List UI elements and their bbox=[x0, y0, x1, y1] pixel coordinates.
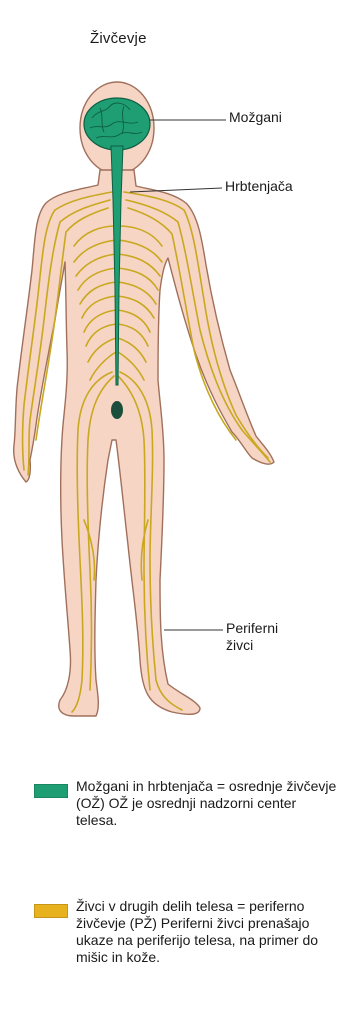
legend-swatch-pns bbox=[34, 904, 68, 918]
spinal-cord-end bbox=[111, 401, 123, 419]
legend-text-cns: Možgani in hrbtenjača = osrednje živčevj… bbox=[76, 778, 338, 829]
brain bbox=[84, 98, 150, 150]
legend-swatch-cns bbox=[34, 784, 68, 798]
label-peripheral-line2: živci bbox=[226, 637, 253, 653]
label-peripheral-line1: Periferni bbox=[226, 620, 278, 636]
label-peripheral-nerves: Periferni živci bbox=[226, 620, 278, 654]
label-spinal-cord: Hrbtenjača bbox=[225, 178, 293, 195]
legend-text-pns: Živci v drugih delih telesa = periferno … bbox=[76, 898, 338, 966]
legend-item-pns: Živci v drugih delih telesa = periferno … bbox=[34, 898, 338, 966]
diagram-title: Živčevje bbox=[90, 30, 147, 47]
legend-item-cns: Možgani in hrbtenjača = osrednje živčevj… bbox=[34, 778, 338, 829]
label-brain: Možgani bbox=[229, 109, 282, 126]
